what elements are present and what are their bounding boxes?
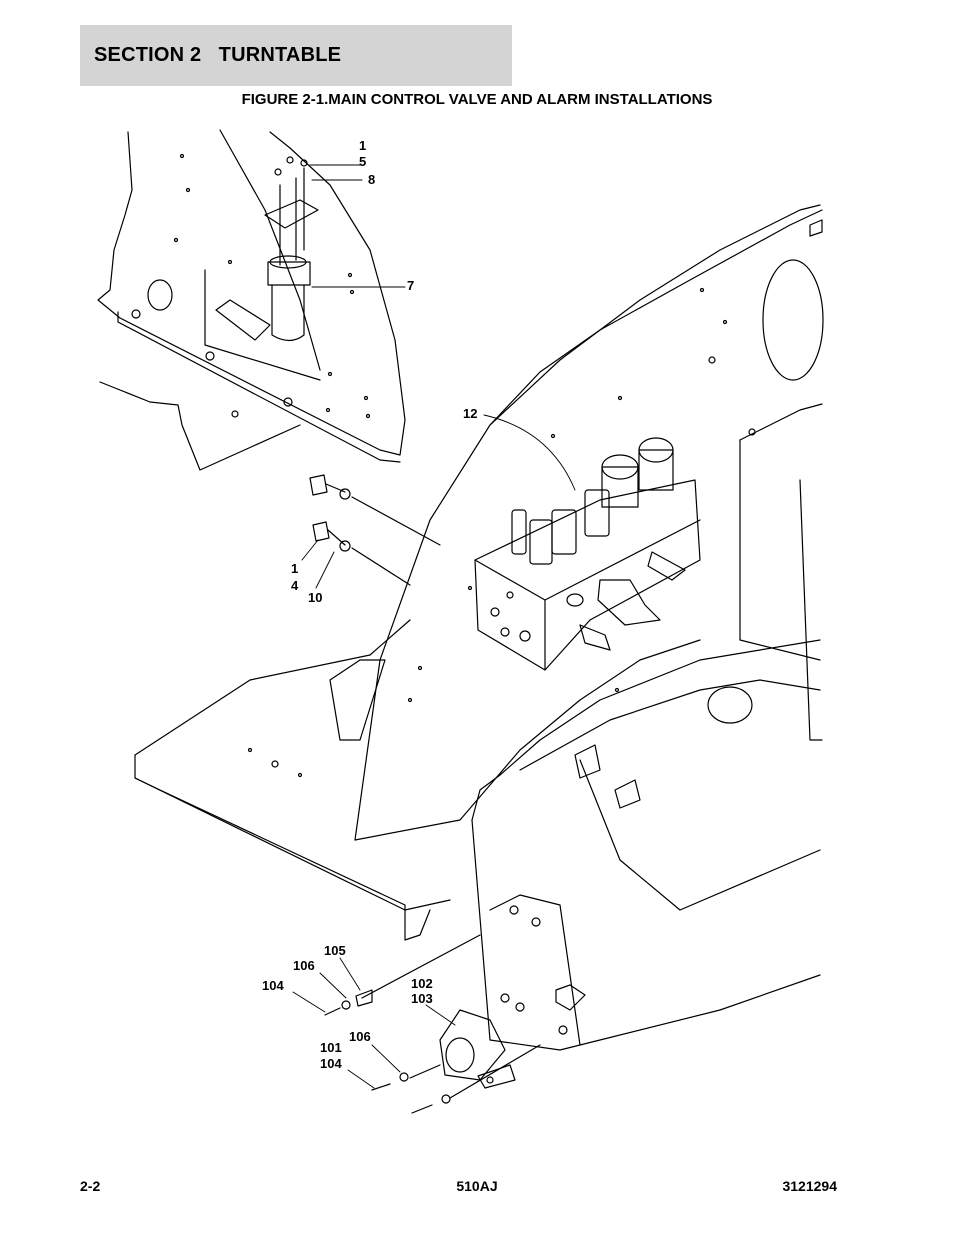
callout: 105: [324, 943, 346, 958]
filter-assembly: [264, 156, 319, 342]
callout: 12: [463, 406, 477, 421]
control-valve: [474, 437, 701, 671]
callout-labels: 1 5 8 7 12 1 4 10 105 106 104 102 103 10…: [262, 138, 477, 1071]
mounting-plate: [97, 129, 406, 471]
figure-title: FIGURE 2-1.MAIN CONTROL VALVE AND ALARM …: [241, 91, 713, 108]
page-number: 2-2: [80, 1178, 101, 1194]
callout: 7: [407, 278, 414, 293]
callout: 1: [291, 561, 298, 576]
callout: 104: [262, 978, 284, 993]
leader-lines: [292, 164, 576, 1089]
callout: 8: [368, 172, 375, 187]
callout: 106: [349, 1029, 371, 1044]
alarm-assembly: [324, 934, 541, 1114]
callout: 5: [359, 154, 366, 169]
callout: 102: [411, 976, 433, 991]
section-header: SECTION 2 TURNTABLE: [80, 25, 512, 86]
callout: 106: [293, 958, 315, 973]
section-title: SECTION 2 TURNTABLE: [94, 44, 342, 66]
hydraulic-tank: [471, 403, 823, 1051]
callout: 10: [308, 590, 322, 605]
callout: 4: [291, 578, 299, 593]
callout: 103: [411, 991, 433, 1006]
valve-hardware: [309, 474, 441, 586]
callout: 104: [320, 1056, 342, 1071]
document-number: 3121294: [782, 1178, 837, 1194]
center-plate: [247, 204, 824, 841]
callout: 1: [359, 138, 366, 153]
base-frame: [134, 619, 451, 941]
callout: 101: [320, 1040, 342, 1055]
model-name: 510AJ: [456, 1178, 498, 1194]
